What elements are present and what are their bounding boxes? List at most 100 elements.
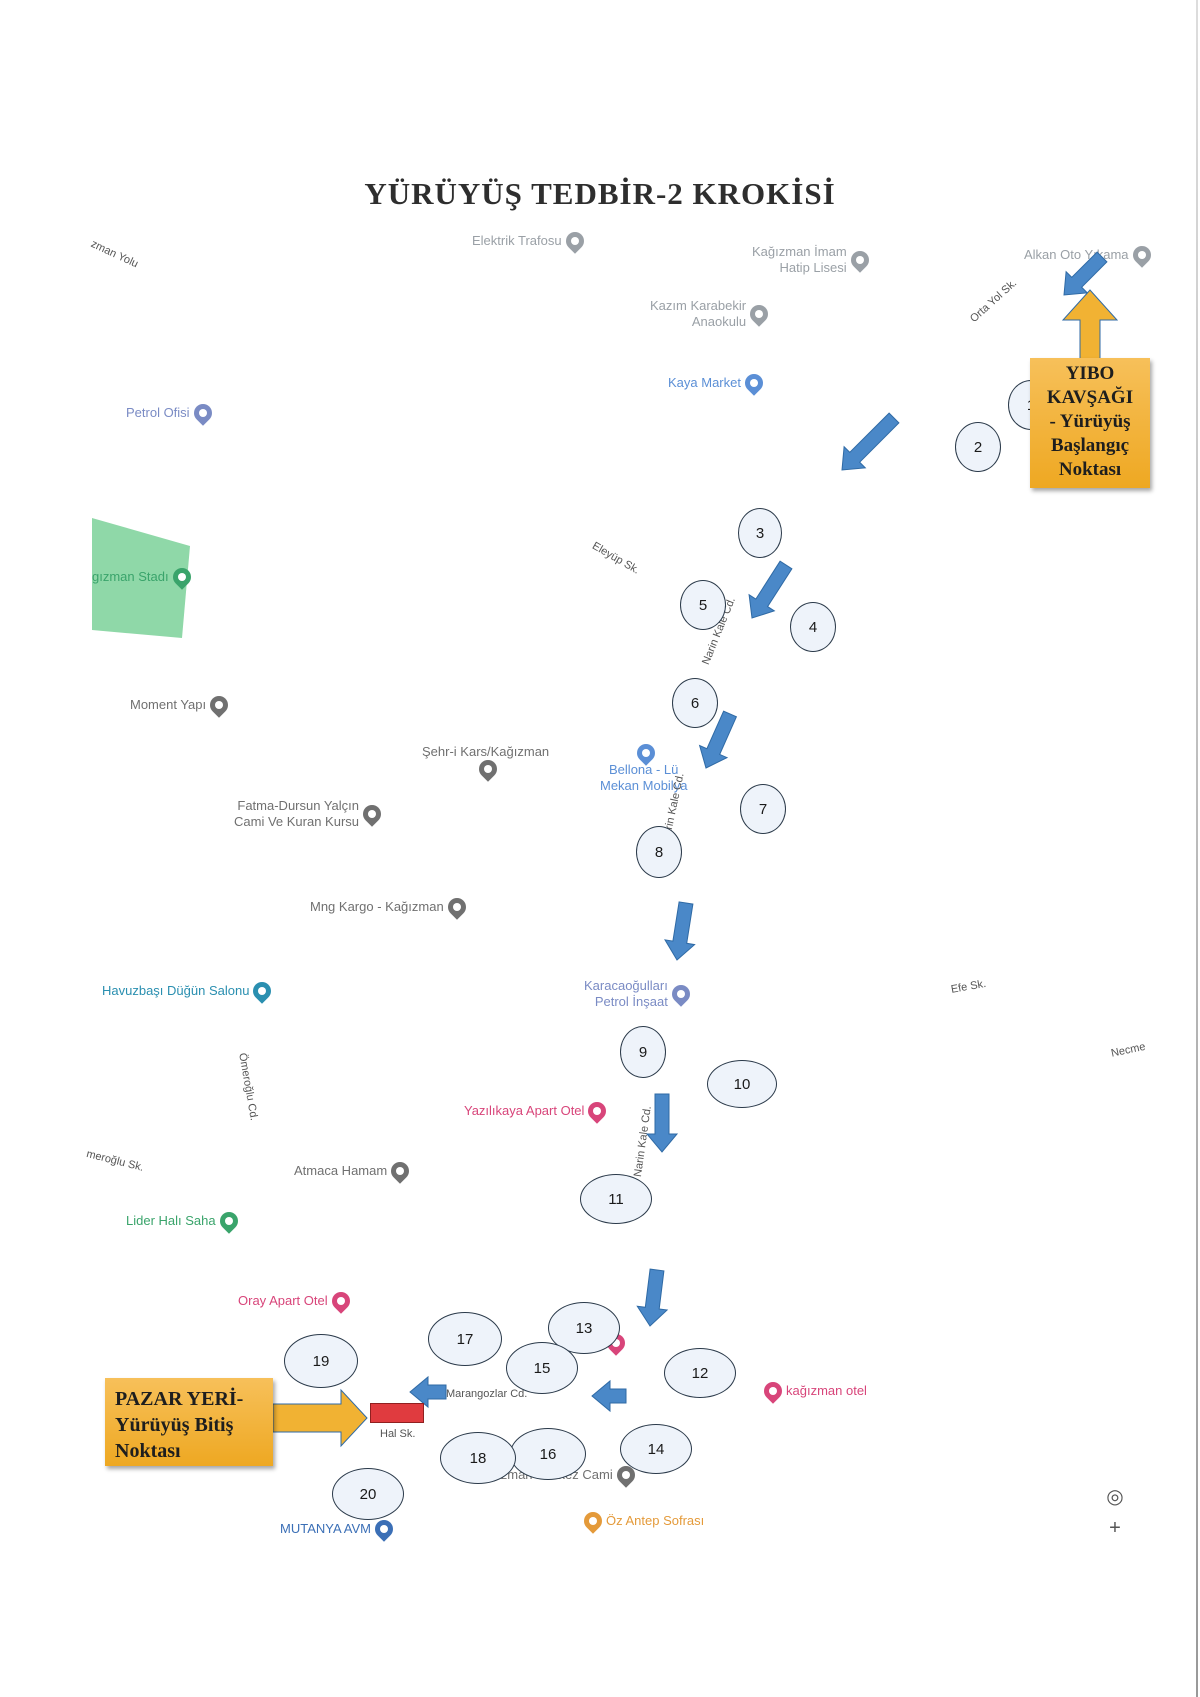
stadium-area (92, 518, 190, 638)
route-stop-19[interactable]: 19 (284, 1334, 358, 1388)
poi-stadi[interactable]: gızman Stadı (92, 564, 195, 590)
poi-yazilikaya[interactable]: Yazılıkaya Apart Otel (464, 1098, 611, 1124)
poi-label: Elektrik Trafosu (472, 233, 562, 249)
poi-label: Atmaca Hamam (294, 1163, 387, 1179)
poi-label-line: Anaokulu (691, 314, 747, 329)
poi-label-line: Elektrik Trafosu (472, 233, 562, 248)
page-title: YÜRÜYÜŞ TEDBİR-2 KROKİSİ (364, 176, 836, 211)
poi-atmaca-hamam[interactable]: Atmaca Hamam (294, 1158, 413, 1184)
poi-label: Kaya Market (668, 375, 741, 391)
poi-petrol-ofisi[interactable]: Petrol Ofisi (126, 400, 216, 426)
poi-label-line: Moment Yapı (130, 697, 207, 712)
poi-elektrik-trafosu[interactable]: Elektrik Trafosu (472, 228, 588, 254)
route-stop-5[interactable]: 5 (680, 580, 726, 630)
poi-havuzbasi[interactable]: Havuzbaşı Düğün Salonu (102, 978, 276, 1004)
poi-label: gızman Stadı (92, 569, 169, 585)
route-stop-18[interactable]: 18 (440, 1432, 516, 1484)
start-callout: YIBO KAVŞAĞI - Yürüyüş Başlangıç Noktası (1030, 358, 1150, 488)
end-callout-line: Yürüyüş Bitiş (115, 1414, 234, 1436)
route-stop-11[interactable]: 11 (580, 1174, 652, 1224)
route-stop-6[interactable]: 6 (672, 678, 718, 728)
route-arrow-3 (748, 560, 793, 619)
poi-kaya-market[interactable]: Kaya Market (668, 370, 767, 396)
poi-moment-yapi[interactable]: Moment Yapı (130, 692, 232, 718)
route-arrow-6 (645, 1093, 679, 1153)
end-right-arrow (272, 1388, 368, 1448)
poi-label-line: Lider Halı Saha (126, 1213, 216, 1228)
poi-label-line: Petrol İnşaat (594, 994, 668, 1009)
end-point-marker[interactable] (370, 1403, 424, 1423)
route-stop-8[interactable]: 8 (636, 826, 682, 878)
poi-label: Şehr-i Kars/Kağızman (422, 744, 549, 760)
start-callout-line: - Yürüyüş (1049, 411, 1131, 432)
poi-label: Havuzbaşı Düğün Salonu (102, 983, 249, 999)
poi-label-line: Hatip Lisesi (779, 260, 847, 275)
poi-sehri-kars[interactable]: Şehr-i Kars/Kağızman (422, 744, 549, 782)
route-stop-2[interactable]: 2 (955, 422, 1001, 472)
poi-label: Oray Apart Otel (238, 1293, 328, 1309)
poi-label: Lider Halı Saha (126, 1213, 216, 1229)
route-stop-9[interactable]: 9 (620, 1026, 666, 1078)
poi-mng-kargo[interactable]: Mng Kargo - Kağızman (310, 894, 470, 920)
poi-label: Yazılıkaya Apart Otel (464, 1103, 584, 1119)
route-stop-13[interactable]: 13 (548, 1302, 620, 1354)
start-callout-line: Noktası (1058, 459, 1122, 480)
poi-label-line: Mekan Mobilya (600, 778, 688, 793)
start-callout-line: YIBO (1065, 363, 1115, 384)
zoom-in-button[interactable]: + (1098, 1514, 1132, 1542)
route-arrow-2 (841, 412, 900, 471)
route-stop-17[interactable]: 17 (428, 1312, 502, 1366)
poi-label-line: Kazım Karabekir (650, 298, 747, 313)
street-marangozlar: Marangozlar Cd. (446, 1388, 528, 1400)
poi-label: Petrol Ofisi (126, 405, 190, 421)
route-stop-4[interactable]: 4 (790, 602, 836, 652)
route-arrow-1 (1063, 251, 1108, 296)
route-stop-7[interactable]: 7 (740, 784, 786, 834)
street-hal: Hal Sk. (380, 1428, 416, 1440)
route-stop-14[interactable]: 14 (620, 1424, 692, 1474)
route-stop-10[interactable]: 10 (707, 1060, 777, 1108)
poi-label-line: Fatma-Dursun Yalçın (237, 798, 360, 813)
route-stop-15[interactable]: 15 (506, 1342, 578, 1394)
poi-label-line: Öz Antep Sofrası (606, 1513, 705, 1528)
route-stop-12[interactable]: 12 (664, 1348, 736, 1398)
route-arrow-7 (636, 1268, 669, 1327)
route-arrow-8 (591, 1379, 627, 1413)
locate-icon[interactable]: ◎ (1098, 1482, 1132, 1510)
poi-label-line: Oray Apart Otel (238, 1293, 328, 1308)
route-stop-20[interactable]: 20 (332, 1468, 404, 1520)
poi-oz-antep[interactable]: Öz Antep Sofrası (580, 1508, 704, 1534)
poi-label-line: Yazılıkaya Apart Otel (464, 1103, 585, 1118)
poi-label-line: Kağızman İmam (752, 244, 847, 259)
route-stop-3[interactable]: 3 (738, 508, 782, 558)
end-callout: PAZAR YERİ- Yürüyüş Bitiş Noktası (105, 1378, 273, 1466)
route-stop-16[interactable]: 16 (510, 1428, 586, 1480)
route-arrow-5 (664, 901, 696, 961)
poi-label-line: Mng Kargo - Kağızman (310, 899, 444, 914)
poi-kagizman-otel[interactable]: kağızman otel (760, 1378, 867, 1404)
poi-mutanya-avm[interactable]: MUTANYA AVM (280, 1516, 397, 1542)
poi-label: Öz Antep Sofrası (606, 1513, 704, 1529)
route-arrow-9 (409, 1375, 447, 1409)
poi-label-line: MUTANYA AVM (280, 1521, 372, 1536)
poi-label-line: Atmaca Hamam (294, 1163, 388, 1178)
poi-lider-hali-saha[interactable]: Lider Halı Saha (126, 1208, 242, 1234)
poi-oray-apart[interactable]: Oray Apart Otel (238, 1288, 354, 1314)
end-callout-line: Noktası (115, 1440, 181, 1462)
poi-label: Moment Yapı (130, 697, 206, 713)
poi-label-line: gızman Stadı (92, 569, 169, 584)
route-arrow-4 (698, 710, 738, 769)
poi-label-line: Cami Ve Kuran Kursu (234, 814, 360, 829)
start-callout-line: Başlangıç (1050, 435, 1130, 456)
start-callout-line: KAVŞAĞI (1046, 387, 1134, 408)
